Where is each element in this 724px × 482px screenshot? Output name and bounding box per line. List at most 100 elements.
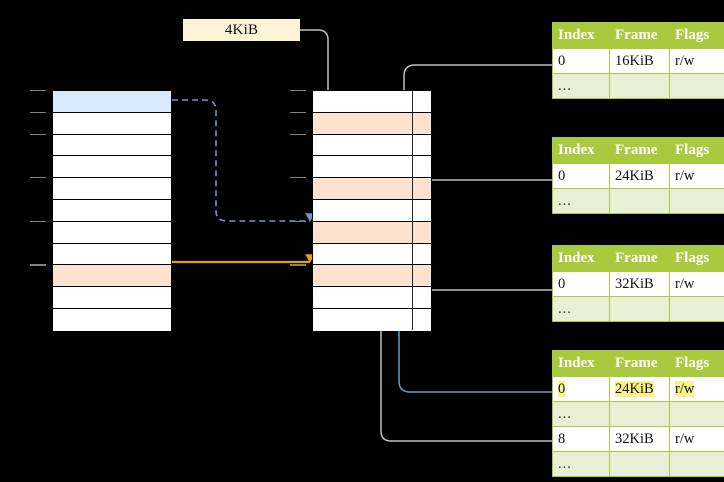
page-table-header-flags: Flags — [669, 22, 724, 49]
page-table-cell-flags[interactable]: r/w — [669, 271, 724, 297]
page-table-cell-index[interactable]: ... — [552, 188, 610, 214]
virtual-page-row[interactable] — [53, 134, 171, 157]
page-table-cell-index[interactable]: 8 — [552, 426, 610, 452]
physical-frame-tick — [290, 90, 306, 92]
page-table-cell-flags[interactable] — [669, 73, 724, 99]
page-table-cell-frame[interactable] — [609, 188, 670, 214]
virtual-page-row[interactable] — [53, 308, 171, 331]
virtual-page-row[interactable] — [53, 178, 171, 200]
page-size-label: 4KiB — [183, 19, 300, 41]
page-table-header-frame: Frame — [609, 137, 670, 164]
page-table-cell-index[interactable]: 0 — [552, 376, 610, 402]
physical-frame-tick — [290, 220, 306, 222]
page-table-cell-flags[interactable]: r/w — [669, 163, 724, 189]
page-table-cell-flags[interactable] — [669, 188, 724, 214]
physical-frame-tick — [290, 133, 306, 135]
page-table-header-index: Index — [552, 245, 610, 272]
page-table-header-flags: Flags — [669, 350, 724, 377]
page-table-cell-flags[interactable] — [669, 401, 724, 427]
physical-frame-tick — [290, 177, 306, 179]
virtual-page-tick — [30, 177, 46, 179]
physical-frame-tick — [290, 111, 306, 113]
virtual-page-row[interactable] — [53, 287, 171, 309]
page-table-cell-frame[interactable] — [609, 451, 670, 477]
physical-frame-row[interactable] — [313, 199, 431, 222]
page-table-ellipsis-row[interactable]: ... — [552, 188, 724, 214]
page-table-cell-frame[interactable]: 16KiB — [609, 48, 670, 74]
virtual-page-row[interactable] — [53, 156, 171, 179]
page-table-cell-flags[interactable]: r/w — [669, 376, 724, 402]
page-table-row[interactable]: 0 24KiB r/w — [552, 376, 724, 402]
physical-frame-row[interactable] — [313, 265, 431, 288]
highlighted-value: 24KiB — [615, 380, 654, 397]
virtual-page-tick — [30, 111, 46, 113]
virtual-page-tick — [30, 264, 46, 266]
page-table-header-frame: Frame — [609, 350, 670, 377]
physical-frame-row[interactable] — [313, 287, 431, 309]
page-table-cell-frame[interactable] — [609, 73, 670, 99]
virtual-page-row[interactable] — [53, 243, 171, 266]
page-table-cell-index[interactable]: ... — [552, 401, 610, 427]
page-table-cell-index[interactable]: 0 — [552, 271, 610, 297]
page-table-cell-index[interactable]: 0 — [552, 163, 610, 189]
page-table-cell-frame[interactable]: 32KiB — [609, 271, 670, 297]
page-table-cell-index[interactable]: ... — [552, 296, 610, 322]
page-table-header-flags: Flags — [669, 245, 724, 272]
page-table-cell-index[interactable]: 0 — [552, 48, 610, 74]
virtual-page-row[interactable] — [53, 265, 171, 288]
page-table-ellipsis-row[interactable]: ... — [552, 451, 724, 477]
virtual-page-row[interactable] — [53, 221, 171, 244]
page-table-ellipsis-row[interactable]: ... — [552, 401, 724, 427]
page-table-header-index: Index — [552, 350, 610, 377]
page-table-ellipsis-row[interactable]: ... — [552, 73, 724, 99]
page-table-cell-frame[interactable] — [609, 296, 670, 322]
page-table-cell-flags[interactable] — [669, 451, 724, 477]
virtual-page-row[interactable] — [53, 91, 171, 113]
page-table-cell-frame[interactable]: 24KiB — [609, 163, 670, 189]
page-table-header-flags: Flags — [669, 137, 724, 164]
virtual-page-tick — [30, 220, 46, 222]
page-table-cell-frame[interactable]: 24KiB — [609, 376, 670, 402]
physical-frame-row[interactable] — [313, 308, 431, 331]
highlighted-value: r/w — [675, 380, 695, 397]
page-table-cell-index[interactable]: ... — [552, 451, 610, 477]
virtual-page-tick — [30, 133, 46, 135]
page-table-cell-frame[interactable] — [609, 401, 670, 427]
page-table-cell-flags[interactable] — [669, 296, 724, 322]
physical-frame-row[interactable] — [313, 112, 431, 135]
page-table-ellipsis-row[interactable]: ... — [552, 296, 724, 322]
page-table-cell-flags[interactable]: r/w — [669, 48, 724, 74]
page-table-header-frame: Frame — [609, 22, 670, 49]
page-table-header-index: Index — [552, 22, 610, 49]
physical-memory-column — [312, 90, 432, 331]
wire-virtual-page-to-frame — [172, 99, 315, 222]
physical-frame-tick — [290, 264, 306, 266]
physical-frame-row[interactable] — [313, 243, 431, 266]
physical-frame-row[interactable] — [313, 221, 431, 244]
physical-frame-row[interactable] — [313, 156, 431, 179]
page-table-cell-index[interactable]: ... — [552, 73, 610, 99]
virtual-page-row[interactable] — [53, 112, 171, 135]
virtual-page-row[interactable] — [53, 199, 171, 222]
page-table-cell-frame[interactable]: 32KiB — [609, 426, 670, 452]
virtual-address-space-column — [52, 90, 172, 331]
page-table-cell-flags[interactable]: r/w — [669, 426, 724, 452]
physical-frame-row[interactable] — [313, 178, 431, 200]
page-table-header-frame: Frame — [609, 245, 670, 272]
physical-frame-row[interactable] — [313, 91, 431, 113]
physical-frame-row[interactable] — [313, 134, 431, 157]
page-table-header-index: Index — [552, 137, 610, 164]
